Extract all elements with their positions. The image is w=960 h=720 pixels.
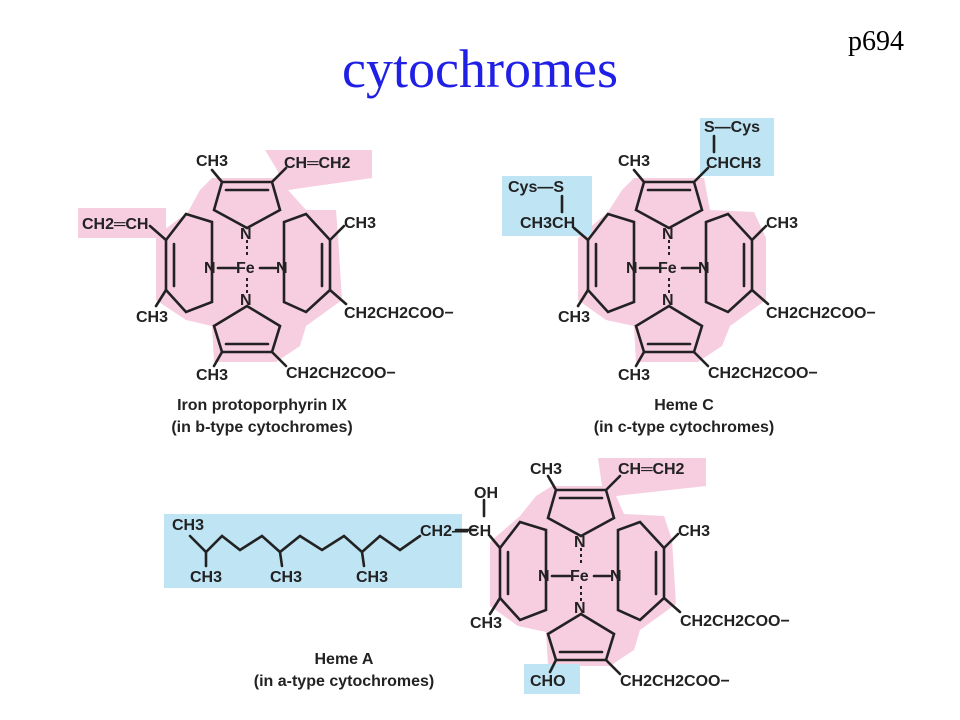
ring-bottom xyxy=(212,304,282,354)
sub-bottom-left: CHO xyxy=(530,673,566,690)
sub-bottom-right: CH2CH2COO− xyxy=(620,673,730,690)
iron-center: Fe xyxy=(658,260,677,277)
svg-text:N: N xyxy=(662,292,674,309)
structure-protoporphyrin: N N N N Fe CH3 CH═CH2 CH2═CH CH3 CH3 CH2… xyxy=(78,150,454,436)
sub-top-right: CH═CH2 xyxy=(618,461,685,478)
sub-left-lower: CH3 xyxy=(558,309,590,326)
sub-top-left: CH3 xyxy=(196,153,228,170)
sub-left-upper: CH3CH xyxy=(520,215,575,232)
blue-highlight-cys-left xyxy=(502,176,592,236)
structure-heme-c: N N N N Fe S—Cys CH3 CHCH3 Cys—S CH3CH C… xyxy=(502,118,876,436)
iron-center: Fe xyxy=(236,260,255,277)
sub-bottom-left: CH3 xyxy=(618,367,650,384)
sub-bottom-right: CH2CH2COO− xyxy=(708,365,818,382)
slide-title: cytochromes xyxy=(342,39,618,99)
svg-text:N: N xyxy=(204,260,216,277)
svg-text:N: N xyxy=(538,568,550,585)
svg-text:N: N xyxy=(276,260,288,277)
sub-right-upper: CH3 xyxy=(766,215,798,232)
sub-side-chain-link: CH2—CH xyxy=(420,523,491,540)
caption-heme-a-type: (in a-type cytochromes) xyxy=(254,673,434,690)
sub-top-right-link: S—Cys xyxy=(704,119,760,136)
side-chain-methyl-3: CH3 xyxy=(270,569,302,586)
sub-left-upper: CH2═CH xyxy=(82,216,148,233)
caption-protoporphyrin-name: Iron protoporphyrin IX xyxy=(177,397,347,414)
svg-text:N: N xyxy=(240,226,252,243)
sub-top-left: CH3 xyxy=(618,153,650,170)
ring-top xyxy=(212,180,282,230)
svg-text:N: N xyxy=(574,600,586,617)
pink-highlight-vinyl-top xyxy=(278,150,372,178)
structure-heme-a: N N N N Fe CH3 CH═CH2 OH CH2—CH CH3 CH3 … xyxy=(164,458,790,694)
blue-highlight-cys-top xyxy=(700,118,774,176)
svg-text:N: N xyxy=(662,226,674,243)
sub-left-lower: CH3 xyxy=(470,615,502,632)
side-chain-methyl-2: CH3 xyxy=(190,569,222,586)
svg-text:N: N xyxy=(574,534,586,551)
sub-right-upper: CH3 xyxy=(678,523,710,540)
sub-hydroxyl: OH xyxy=(474,485,498,502)
svg-text:N: N xyxy=(610,568,622,585)
iron-center: Fe xyxy=(570,568,589,585)
sub-left-upper-link: Cys—S xyxy=(508,179,564,196)
pink-highlight-ring xyxy=(578,178,766,362)
pink-highlight-vinyl-left xyxy=(78,208,166,238)
sub-left-lower: CH3 xyxy=(136,309,168,326)
caption-protoporphyrin-type: (in b-type cytochromes) xyxy=(171,419,352,436)
caption-heme-c-type: (in c-type cytochromes) xyxy=(594,419,774,436)
side-chain-methyl-4: CH3 xyxy=(356,569,388,586)
blue-highlight-side-chain xyxy=(164,514,462,588)
sub-right-lower: CH2CH2COO− xyxy=(344,305,454,322)
sub-bottom-right: CH2CH2COO− xyxy=(286,365,396,382)
page-reference: p694 xyxy=(848,26,904,57)
sub-top-right: CH═CH2 xyxy=(284,155,351,172)
side-chain-bonds xyxy=(188,534,422,554)
caption-heme-c-name: Heme C xyxy=(654,397,714,414)
pink-highlight-ring xyxy=(490,458,706,666)
sub-right-lower: CH2CH2COO− xyxy=(680,613,790,630)
svg-text:N: N xyxy=(626,260,638,277)
sub-right-lower: CH2CH2COO− xyxy=(766,305,876,322)
sub-top-right: CHCH3 xyxy=(706,155,761,172)
svg-text:N: N xyxy=(240,292,252,309)
sub-bottom-left: CH3 xyxy=(196,367,228,384)
side-chain-methyl-1: CH3 xyxy=(172,517,204,534)
sub-top-left: CH3 xyxy=(530,461,562,478)
pink-highlight-ring xyxy=(156,150,372,362)
sub-right-upper: CH3 xyxy=(344,215,376,232)
svg-text:N: N xyxy=(698,260,710,277)
caption-heme-a-name: Heme A xyxy=(315,651,374,668)
